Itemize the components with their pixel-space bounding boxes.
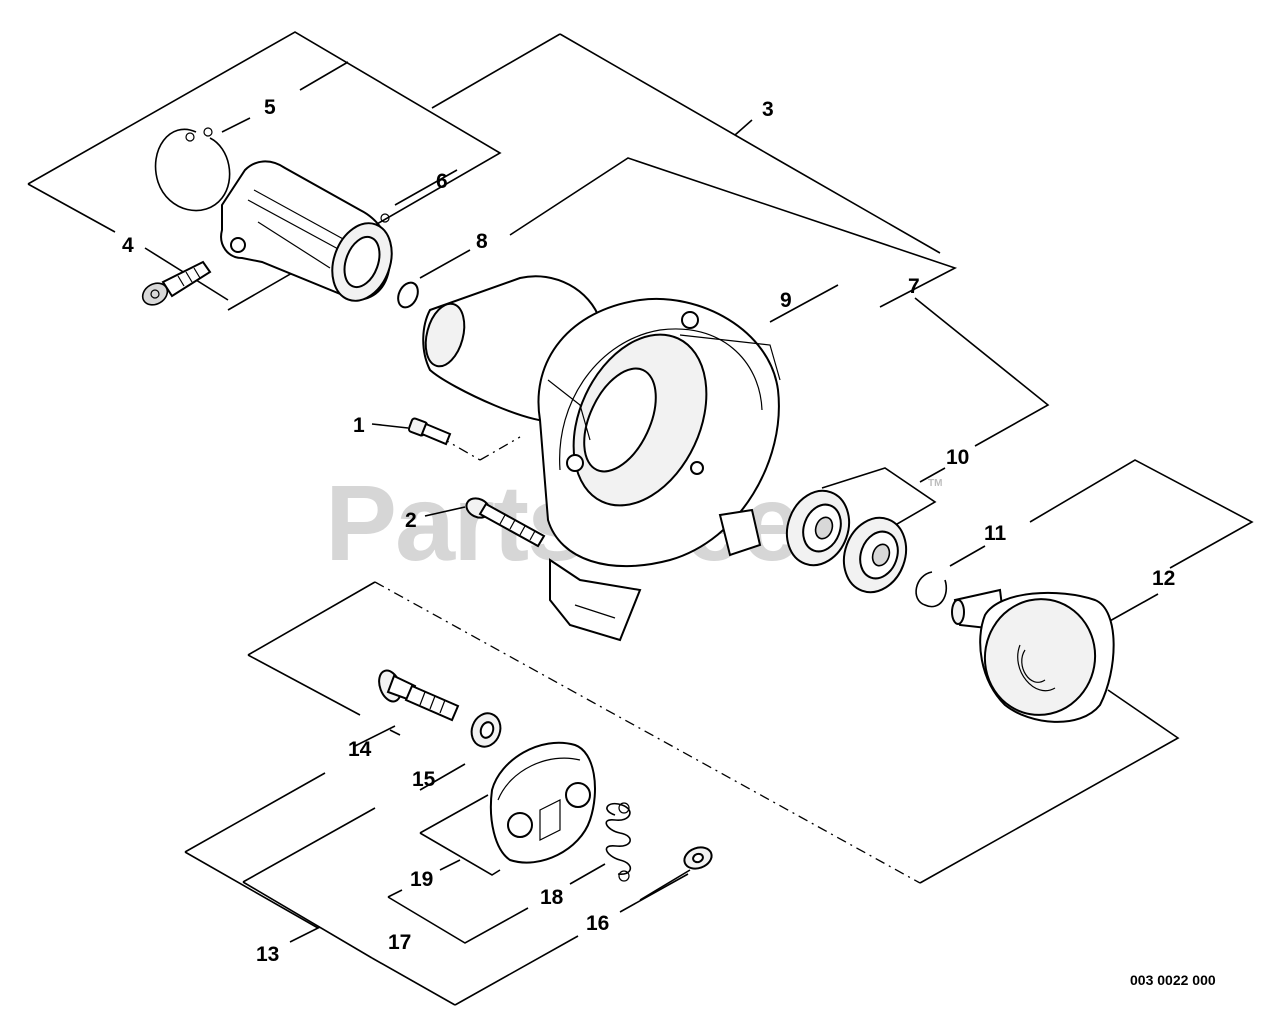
main-housing-part (422, 275, 781, 642)
callout-15: 15 (412, 768, 436, 791)
callout-7: 7 (908, 275, 920, 298)
callout-5: 5 (264, 96, 276, 119)
callout-4: 4 (122, 234, 134, 257)
bolt-part-4 (141, 260, 212, 306)
callout-14: 14 (348, 738, 372, 761)
retaining-ring-part (915, 571, 947, 608)
clutch-drum-part (951, 588, 1115, 723)
callout-2: 2 (405, 509, 417, 532)
screw-part-1 (407, 417, 452, 446)
callout-9: 9 (780, 289, 792, 312)
washer-part-15 (470, 712, 502, 748)
callout-19: 19 (410, 868, 433, 891)
snap-ring-part (154, 127, 231, 212)
o-ring-part (397, 281, 419, 309)
bracket-lines (27, 31, 1254, 1006)
bearing-parts (785, 489, 908, 594)
callout-17: 17 (388, 931, 411, 954)
callout-12: 12 (1152, 567, 1175, 590)
parts (141, 127, 1115, 882)
callout-13: 13 (256, 943, 279, 966)
spring-part (605, 802, 632, 882)
sleeve-housing-part (220, 160, 393, 302)
shoulder-bolt-part (378, 669, 460, 722)
callout-16: 16 (586, 912, 609, 935)
washer-part-16 (683, 846, 713, 870)
callout-1: 1 (353, 414, 365, 437)
callout-10: 10 (946, 446, 969, 469)
callout-11: 11 (984, 522, 1007, 545)
clutch-shoe-part (489, 741, 596, 864)
callout-3: 3 (762, 98, 774, 121)
diagram-code: 003 0022 000 (1130, 972, 1216, 988)
callout-8: 8 (476, 230, 488, 253)
callout-18: 18 (540, 886, 564, 909)
callout-labels: 1 2 3 4 5 6 7 8 9 10 11 12 13 14 15 16 1… (122, 96, 1175, 966)
watermark-tm: TM (928, 478, 942, 489)
callout-6: 6 (436, 170, 448, 193)
bolt-part-2 (465, 497, 546, 548)
